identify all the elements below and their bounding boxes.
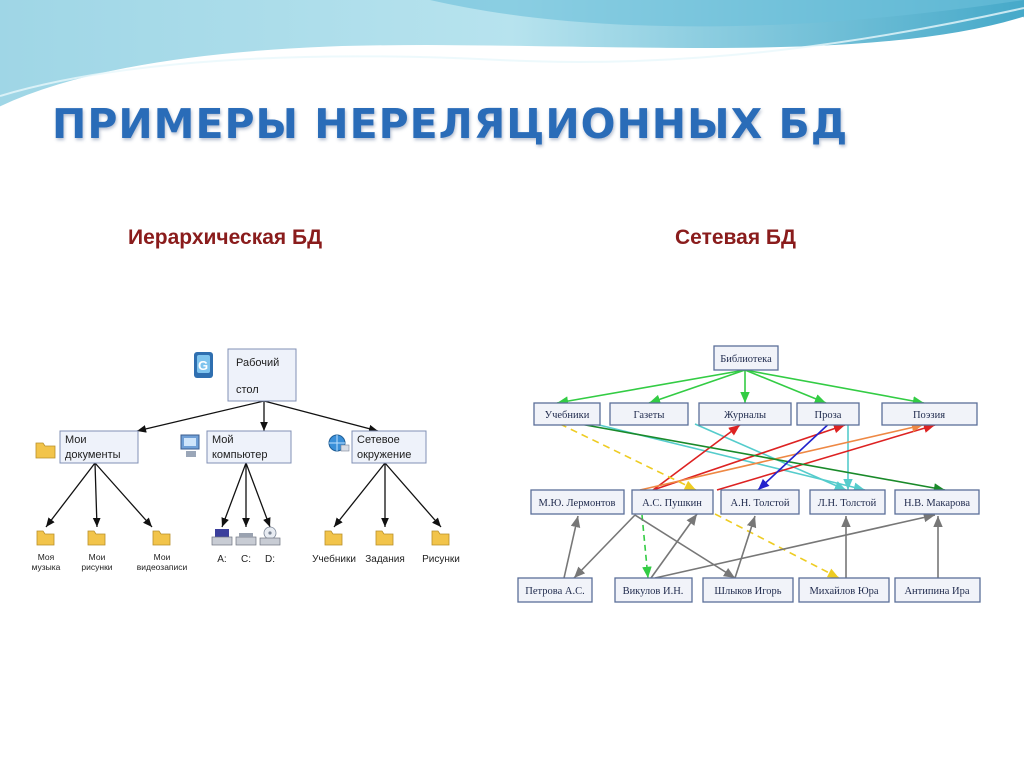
author-a-tolstoy-label: А.Н. Толстой bbox=[731, 498, 790, 509]
category-prose-label: Проза bbox=[815, 410, 842, 421]
author-l-tolstoy-label: Л.Н. Толстой bbox=[818, 498, 877, 509]
library-label: Библиотека bbox=[720, 354, 772, 365]
my-documents-label-2: документы bbox=[65, 449, 121, 461]
leaf-my-pictures-label-1: Мои bbox=[89, 552, 106, 562]
network-edges bbox=[556, 369, 946, 579]
node-my-computer: Мой компьютер bbox=[180, 430, 292, 464]
node-network-places: Сетевое окружение bbox=[328, 430, 427, 464]
leaf-my-videos: Мои видеозаписи bbox=[137, 530, 188, 572]
tasks-folder-icon bbox=[375, 530, 394, 546]
hard-drive-icon bbox=[235, 533, 257, 546]
leaf-my-pictures: Мои рисунки bbox=[81, 530, 113, 572]
folder-icon bbox=[35, 442, 56, 459]
wave-header bbox=[0, 0, 1024, 110]
cd-drive-icon bbox=[259, 526, 281, 546]
hierarchical-diagram: G Рабочий стол Мои документы Мой компьют… bbox=[32, 348, 460, 572]
category-poetry-label: Поэзия bbox=[913, 410, 945, 421]
node-author-l-tolstoy: Л.Н. Толстой bbox=[809, 489, 886, 515]
node-reader-mikhailov: Михайлов Юра bbox=[798, 577, 890, 603]
node-desktop: G Рабочий стол bbox=[194, 348, 297, 402]
leaf-my-music-label-2: музыка bbox=[32, 562, 61, 572]
node-category-textbooks: Учебники bbox=[533, 402, 601, 426]
node-reader-antipina: Антипина Ира bbox=[894, 577, 981, 603]
leaf-my-music-label-1: Моя bbox=[38, 552, 55, 562]
node-reader-vikulov: Викулов И.Н. bbox=[614, 577, 693, 603]
reader-antipina-label: Антипина Ира bbox=[904, 586, 969, 597]
node-category-newspapers: Газеты bbox=[609, 402, 689, 426]
leaf-textbooks: Учебники bbox=[312, 530, 356, 565]
textbooks-folder-icon bbox=[324, 530, 343, 546]
category-newspapers-label: Газеты bbox=[634, 410, 665, 421]
leaf-tasks-label: Задания bbox=[365, 554, 405, 565]
computer-icon bbox=[180, 434, 200, 457]
videos-folder-icon bbox=[152, 530, 171, 546]
hierarchy-edges bbox=[45, 400, 442, 528]
pictures-folder-icon bbox=[87, 530, 106, 546]
author-makarova-label: Н.В. Макарова bbox=[904, 498, 970, 509]
leaf-pictures: Рисунки bbox=[422, 530, 460, 565]
network-label-2: окружение bbox=[357, 449, 411, 461]
node-category-poetry: Поэзия bbox=[881, 402, 978, 426]
music-folder-icon bbox=[36, 530, 55, 546]
node-author-a-tolstoy: А.Н. Толстой bbox=[720, 489, 800, 515]
my-computer-label-2: компьютер bbox=[212, 449, 267, 461]
drive-d-label: D: bbox=[265, 554, 275, 565]
hierarchical-heading: Иерархическая БД bbox=[128, 226, 323, 249]
author-pushkin-label: А.С. Пушкин bbox=[642, 498, 702, 509]
node-author-lermontov: М.Ю. Лермонтов bbox=[530, 489, 625, 515]
reader-vikulov-label: Викулов И.Н. bbox=[623, 586, 684, 597]
network-diagram: Библиотека Учебники Газеты Журналы Проза… bbox=[517, 345, 981, 603]
author-lermontov-label: М.Ю. Лермонтов bbox=[539, 498, 616, 509]
network-heading: Сетевая БД bbox=[675, 226, 796, 249]
my-computer-label-1: Мой bbox=[212, 434, 234, 446]
leaf-tasks: Задания bbox=[365, 530, 405, 565]
floppy-drive-icon bbox=[211, 529, 233, 546]
leaf-my-videos-label-2: видеозаписи bbox=[137, 562, 188, 572]
drive-a-label: A: bbox=[217, 554, 226, 565]
node-author-makarova: Н.В. Макарова bbox=[894, 489, 980, 515]
node-author-pushkin: А.С. Пушкин bbox=[631, 489, 714, 515]
desktop-label-2: стол bbox=[236, 384, 259, 396]
leaf-my-videos-label-1: Мои bbox=[154, 552, 171, 562]
node-reader-petrova: Петрова А.С. bbox=[517, 577, 593, 603]
node-reader-shlykov: Шлыков Игорь bbox=[702, 577, 794, 603]
leaf-pictures-label: Рисунки bbox=[422, 554, 460, 565]
category-magazines-label: Журналы bbox=[724, 410, 766, 421]
category-textbooks-label: Учебники bbox=[545, 410, 590, 421]
svg-text:G: G bbox=[198, 358, 208, 373]
node-library: Библиотека bbox=[713, 345, 779, 371]
node-category-magazines: Журналы bbox=[698, 402, 792, 426]
network-label-1: Сетевое bbox=[357, 434, 400, 446]
slide-title: ПРИМЕРЫ НЕРЕЛЯЦИОННЫХ БД bbox=[52, 100, 849, 148]
leaf-drive-a: A: bbox=[211, 529, 233, 565]
my-documents-label-1: Мои bbox=[65, 434, 87, 446]
reader-mikhailov-label: Михайлов Юра bbox=[809, 586, 878, 597]
leaf-textbooks-label: Учебники bbox=[312, 553, 356, 565]
reader-shlykov-label: Шлыков Игорь bbox=[714, 586, 781, 597]
network-globe-icon bbox=[328, 434, 350, 452]
drive-c-label: C: bbox=[241, 554, 251, 565]
leaf-drive-d: D: bbox=[259, 526, 281, 565]
pictures-net-folder-icon bbox=[431, 530, 450, 546]
desktop-label-1: Рабочий bbox=[236, 357, 279, 369]
leaf-my-pictures-label-2: рисунки bbox=[81, 562, 112, 572]
node-category-prose: Проза bbox=[796, 402, 860, 426]
leaf-drive-c: C: bbox=[235, 533, 257, 565]
reader-petrova-label: Петрова А.С. bbox=[525, 586, 584, 597]
leaf-my-music: Моя музыка bbox=[32, 530, 61, 572]
node-my-documents: Мои документы bbox=[35, 430, 139, 464]
